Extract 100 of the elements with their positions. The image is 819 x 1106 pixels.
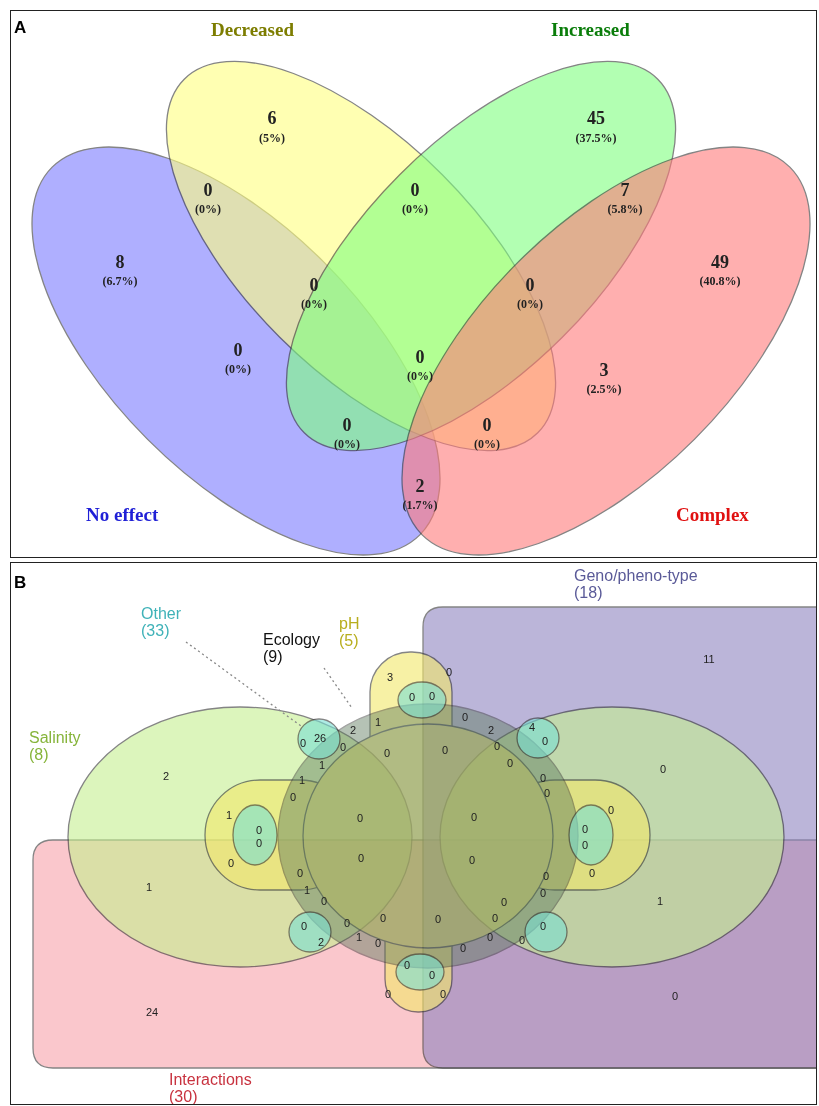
count-label: 0 bbox=[543, 787, 551, 799]
count-label: 0 bbox=[671, 990, 679, 1002]
set-label: Increased bbox=[551, 21, 631, 38]
count-label: 3 bbox=[386, 671, 394, 683]
set-label: pH (5) bbox=[339, 615, 361, 649]
count-label: 0 bbox=[588, 867, 596, 879]
count-label: 3 bbox=[599, 359, 609, 381]
count-label: 2 bbox=[415, 475, 425, 497]
percentage-label: (37.5%) bbox=[575, 130, 617, 146]
count-label: 11 bbox=[703, 653, 715, 665]
count-label: 7 bbox=[620, 179, 630, 201]
count-label: 0 bbox=[357, 852, 365, 864]
count-label: 0 bbox=[581, 839, 589, 851]
count-label: 0 bbox=[468, 854, 476, 866]
count-label: 0 bbox=[607, 804, 615, 816]
count-label: 2 bbox=[317, 936, 325, 948]
count-label: 0 bbox=[255, 824, 263, 836]
count-label: 24 bbox=[145, 1006, 159, 1018]
count-label: 0 bbox=[309, 274, 319, 296]
percentage-label: (0%) bbox=[195, 201, 221, 217]
leader-line bbox=[323, 667, 353, 709]
count-label: 0 bbox=[428, 690, 436, 702]
count-label: 0 bbox=[289, 791, 297, 803]
set-label: Decreased bbox=[211, 21, 295, 38]
count-label: 0 bbox=[342, 414, 352, 436]
count-label: 0 bbox=[539, 920, 547, 932]
percentage-label: (1.7%) bbox=[402, 497, 438, 513]
count-label: 1 bbox=[145, 881, 153, 893]
count-label: 0 bbox=[379, 912, 387, 924]
count-label: 1 bbox=[225, 809, 233, 821]
count-label: 1 bbox=[656, 895, 664, 907]
percentage-label: (5.8%) bbox=[607, 201, 643, 217]
count-label: 0 bbox=[541, 735, 549, 747]
count-label: 0 bbox=[299, 737, 307, 749]
percentage-label: (0%) bbox=[225, 361, 251, 377]
count-label: 2 bbox=[349, 724, 357, 736]
count-label: 0 bbox=[374, 937, 382, 949]
set-label: Complex bbox=[676, 506, 750, 523]
percentage-label: (40.8%) bbox=[699, 273, 741, 289]
percentage-label: (6.7%) bbox=[102, 273, 138, 289]
percentage-label: (2.5%) bbox=[586, 381, 622, 397]
count-label: 0 bbox=[415, 346, 425, 368]
percentage-label: (0%) bbox=[334, 436, 360, 452]
count-label: 0 bbox=[482, 414, 492, 436]
count-label: 45 bbox=[587, 107, 605, 129]
count-label: 6 bbox=[267, 107, 277, 129]
count-label: 0 bbox=[410, 179, 420, 201]
set-label: No effect bbox=[86, 506, 160, 523]
count-label: 0 bbox=[486, 931, 494, 943]
count-label: 0 bbox=[203, 179, 213, 201]
count-label: 0 bbox=[500, 896, 508, 908]
set-label: Other (33) bbox=[141, 605, 182, 639]
count-label: 2 bbox=[162, 770, 170, 782]
count-label: 0 bbox=[255, 837, 263, 849]
leader-line bbox=[185, 641, 302, 727]
count-label: 1 bbox=[374, 716, 382, 728]
percentage-label: (0%) bbox=[474, 436, 500, 452]
count-label: 49 bbox=[711, 251, 729, 273]
count-label: 0 bbox=[659, 763, 667, 775]
count-label: 0 bbox=[518, 934, 526, 946]
set-label: Geno/pheno-type (18) bbox=[574, 567, 699, 601]
count-label: 0 bbox=[428, 969, 436, 981]
count-label: 0 bbox=[445, 666, 453, 678]
count-label: 0 bbox=[491, 912, 499, 924]
count-label: 26 bbox=[312, 732, 328, 745]
count-label: 4 bbox=[528, 721, 536, 733]
count-label: 0 bbox=[439, 988, 447, 1000]
count-label: 0 bbox=[408, 691, 416, 703]
count-label: 0 bbox=[441, 744, 449, 756]
count-label: 1 bbox=[355, 931, 363, 943]
count-label: 0 bbox=[525, 274, 535, 296]
count-label: 1 bbox=[303, 884, 311, 896]
count-label: 0 bbox=[296, 867, 304, 879]
count-label: 0 bbox=[227, 857, 235, 869]
count-label: 0 bbox=[383, 747, 391, 759]
count-label: 0 bbox=[343, 917, 351, 929]
count-label: 0 bbox=[339, 741, 347, 753]
set-label: Salinity (8) bbox=[29, 729, 82, 763]
set-label: Ecology (9) bbox=[263, 631, 321, 665]
count-label: 0 bbox=[461, 711, 469, 723]
count-label: 0 bbox=[434, 913, 442, 925]
panel-letter: B bbox=[14, 574, 28, 591]
percentage-label: (0%) bbox=[301, 296, 327, 312]
count-label: 0 bbox=[233, 339, 243, 361]
percentage-label: (0%) bbox=[407, 368, 433, 384]
percentage-label: (0%) bbox=[402, 201, 428, 217]
count-label: 0 bbox=[539, 772, 547, 784]
panel-frame bbox=[10, 562, 817, 1105]
panel-frame bbox=[10, 10, 817, 558]
percentage-label: (5%) bbox=[259, 130, 285, 146]
count-label: 0 bbox=[493, 740, 501, 752]
count-label: 0 bbox=[384, 988, 392, 1000]
count-label: 2 bbox=[487, 724, 495, 736]
count-label: 0 bbox=[320, 895, 328, 907]
count-label: 0 bbox=[470, 811, 478, 823]
count-label: 0 bbox=[539, 887, 547, 899]
count-label: 8 bbox=[115, 251, 125, 273]
count-label: 0 bbox=[403, 959, 411, 971]
panel-letter: A bbox=[14, 19, 28, 36]
count-label: 0 bbox=[581, 823, 589, 835]
